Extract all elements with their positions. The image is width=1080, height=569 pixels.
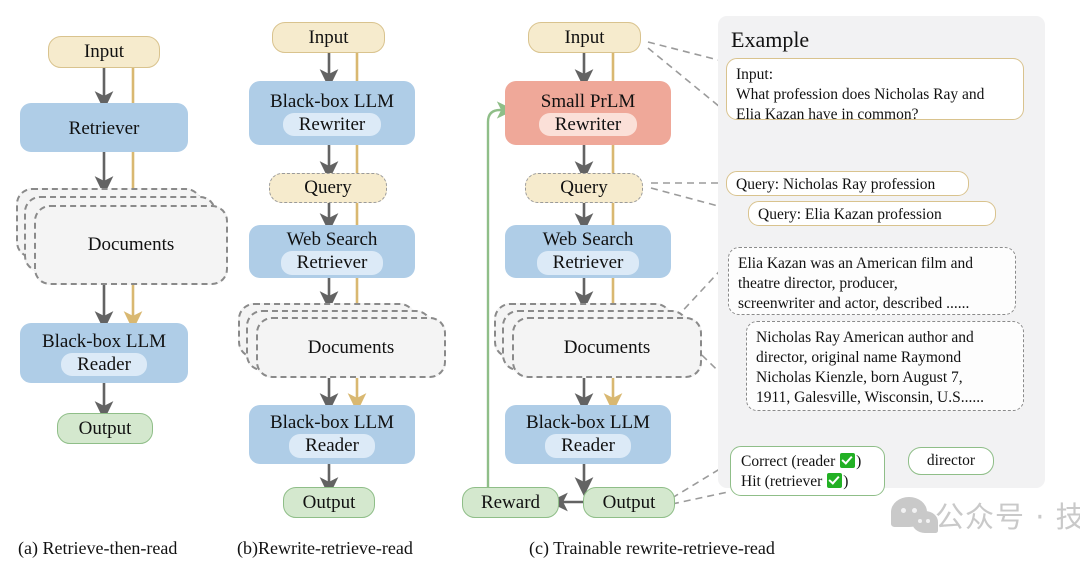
example-doc-line3: screenwriter and actor, described ......	[738, 295, 970, 313]
node-label: Query	[304, 177, 352, 199]
check-mark-icon	[840, 453, 856, 468]
column-b-input-node[interactable]: Input	[272, 22, 385, 53]
example-query-text: Query: Nicholas Ray profession	[736, 176, 936, 193]
node-label: Web Search	[286, 229, 378, 251]
example-doc-line2: theatre director, producer,	[738, 275, 898, 293]
node-label: Documents	[87, 234, 175, 255]
node-sublabel: Reader	[289, 434, 375, 458]
column-b-documents-node[interactable]: Documents	[238, 303, 446, 378]
example-query-text: Query: Elia Kazan profession	[758, 206, 942, 223]
example-reward-line-hit: Hit (retriever )	[741, 472, 874, 492]
column-b-retriever-node[interactable]: Web Search Retriever	[249, 225, 415, 278]
documents-sheet-front: Documents	[512, 317, 702, 378]
node-label: Black-box LLM	[525, 412, 650, 434]
documents-sheet-front: Documents	[256, 317, 446, 378]
documents-sheet-front: Documents	[34, 205, 228, 285]
column-b-reader-node[interactable]: Black-box LLM Reader	[249, 405, 415, 464]
column-a-reader-node[interactable]: Black-box LLM Reader	[20, 323, 188, 383]
node-sublabel: Reader	[545, 434, 631, 458]
example-input-line3: Elia Kazan have in common?	[736, 106, 919, 124]
node-label: Black-box LLM	[41, 330, 166, 352]
example-input-line1: Input:	[736, 66, 774, 83]
example-document-card-2: Nicholas Ray American author and directo…	[746, 321, 1024, 411]
answer-text: director	[926, 452, 976, 469]
example-answer-card: director	[908, 447, 994, 475]
column-c-output-node[interactable]: Output	[583, 487, 675, 518]
node-label: Web Search	[542, 229, 634, 251]
example-input-line2: What profession does Nicholas Ray and	[736, 86, 985, 104]
column-a-input-node[interactable]: Input	[48, 36, 160, 68]
column-c-query-node[interactable]: Query	[525, 173, 643, 203]
watermark-text: 公众号 · 技术狂潮AI	[935, 500, 1080, 534]
node-sublabel: Retriever	[280, 251, 384, 275]
example-query-card-2: Query: Elia Kazan profession	[748, 201, 996, 226]
correct-label-post: )	[856, 453, 862, 470]
example-doc-line1: Nicholas Ray American author and	[756, 329, 974, 346]
column-a-retriever-node[interactable]: Retriever	[20, 103, 188, 152]
wechat-logo-icon-small	[912, 511, 938, 533]
node-label: Output	[602, 491, 656, 513]
hit-label-pre: Hit (retriever	[741, 473, 827, 491]
caption-b: (b)Rewrite-retrieve-read	[237, 538, 413, 558]
column-c-reward-node[interactable]: Reward	[462, 487, 559, 518]
node-sublabel: Rewriter	[282, 112, 382, 137]
example-document-card-1: Elia Kazan was an American film and thea…	[728, 247, 1016, 315]
example-reward-card: Correct (reader ) Hit (retriever )	[730, 446, 885, 496]
example-query-card-1: Query: Nicholas Ray profession	[726, 171, 969, 196]
node-label: Output	[78, 417, 132, 439]
hit-label-post: )	[843, 473, 849, 491]
example-panel-title: Example	[731, 27, 810, 52]
example-input-card: Input: What profession does Nicholas Ray…	[726, 58, 1024, 123]
node-sublabel: Reader	[61, 352, 147, 377]
node-label: Retriever	[68, 117, 140, 139]
correct-label-pre: Correct (reader	[741, 453, 840, 470]
node-sublabel: Rewriter	[538, 112, 638, 137]
column-b-rewriter-node[interactable]: Black-box LLM Rewriter	[249, 81, 415, 145]
node-label: Query	[560, 177, 608, 199]
caption-a: (a) Retrieve-then-read	[18, 538, 178, 558]
example-reward-line-correct: Correct (reader )	[741, 452, 874, 472]
column-b-output-node[interactable]: Output	[283, 487, 375, 518]
node-label: Documents	[563, 336, 651, 358]
node-label: Black-box LLM	[269, 412, 394, 434]
node-label: Black-box LLM	[269, 90, 394, 112]
node-label: Input	[564, 26, 605, 48]
node-label: Output	[302, 491, 356, 513]
column-c-reader-node[interactable]: Black-box LLM Reader	[505, 405, 671, 464]
node-label: Reward	[480, 491, 541, 513]
node-label: Documents	[307, 336, 395, 358]
node-sublabel: Retriever	[536, 251, 640, 275]
column-c-retriever-node[interactable]: Web Search Retriever	[505, 225, 671, 278]
column-c-rewriter-node[interactable]: Small PrLM Rewriter	[505, 81, 671, 145]
node-label: Input	[308, 26, 349, 48]
check-mark-icon	[827, 473, 843, 489]
node-label: Small PrLM	[540, 90, 636, 112]
node-label: Input	[83, 41, 125, 63]
column-c-documents-node[interactable]: Documents	[494, 303, 702, 378]
example-doc-line1: Elia Kazan was an American film and	[738, 255, 973, 272]
caption-c: (c) Trainable rewrite-retrieve-read	[529, 538, 775, 558]
column-b-query-node[interactable]: Query	[269, 173, 387, 203]
column-a-documents-node[interactable]: Documents	[16, 188, 228, 285]
column-a-output-node[interactable]: Output	[57, 413, 153, 444]
example-doc-line2: director, original name Raymond	[756, 349, 962, 367]
example-doc-line3: Nicholas Kienzle, born August 7,	[756, 369, 963, 387]
example-doc-line4: 1911, Galesville, Wisconsin, U.S......	[756, 389, 984, 407]
column-c-input-node[interactable]: Input	[528, 22, 641, 53]
